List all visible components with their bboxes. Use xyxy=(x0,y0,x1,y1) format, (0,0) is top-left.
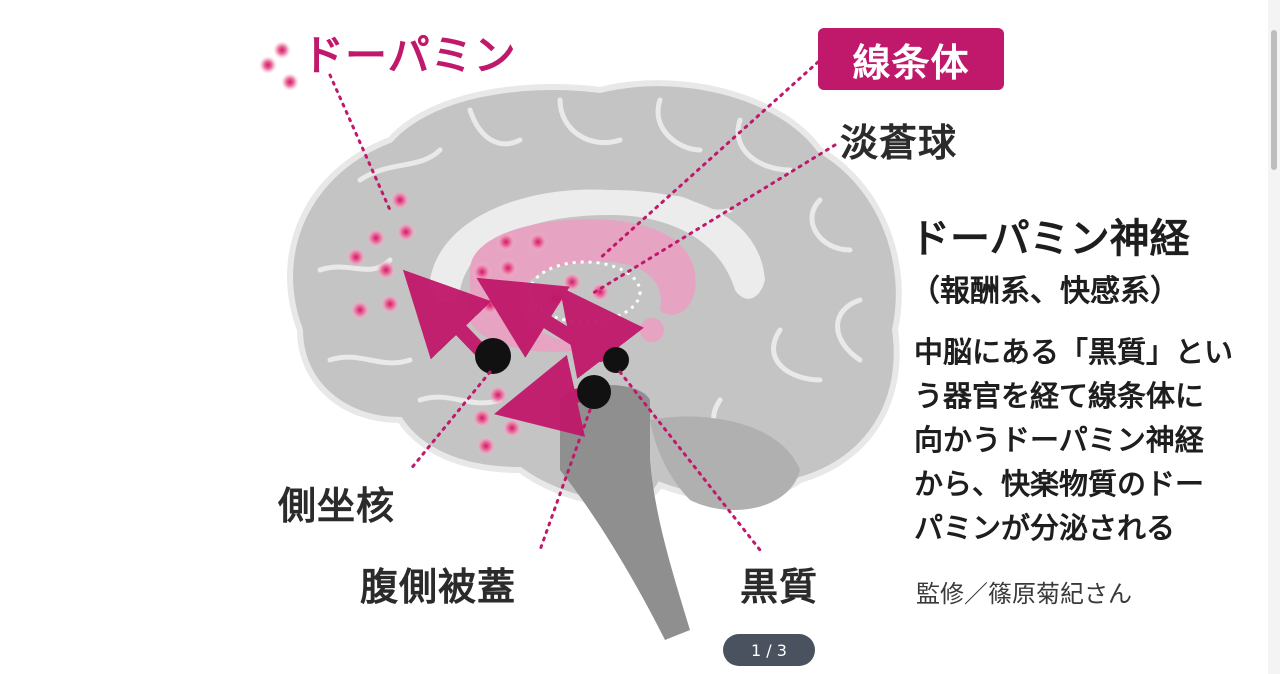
label-striatum: 線条体 xyxy=(818,28,1004,90)
striatum xyxy=(470,219,696,352)
cerebellum xyxy=(650,416,800,510)
scrollbar[interactable] xyxy=(1268,0,1280,674)
diagram-heading: ドーパミン神経 xyxy=(910,216,1190,262)
description-line: 中脳にある「黒質」とい xyxy=(914,335,1234,369)
description-line: から、快楽物質のドー xyxy=(914,467,1205,501)
vta-dot xyxy=(603,347,629,373)
label-dopamine: ドーパミン xyxy=(302,31,517,80)
nucleus-accumbens-dot xyxy=(475,338,511,374)
left-gutter xyxy=(0,0,218,674)
striatum-tail xyxy=(640,318,664,342)
dopamine-dots xyxy=(259,41,610,456)
substantia-nigra-dot xyxy=(577,375,611,409)
leader-lines xyxy=(328,60,837,552)
label-substantia-nigra: 黒質 xyxy=(740,565,819,609)
brainstem xyxy=(560,385,690,640)
image-pager[interactable]: 1 / 3 xyxy=(723,634,815,666)
description-line: う器官を経て線条体に xyxy=(914,379,1205,413)
label-globus-pallidus: 淡蒼球 xyxy=(840,121,958,165)
description-text: 中脳にある「黒質」とい う器官を経て線条体に 向かうドーパミン神経 から、快楽物… xyxy=(914,330,1264,550)
description-line: パミンが分泌される xyxy=(914,511,1176,545)
description-line: 向かうドーパミン神経 xyxy=(914,423,1204,457)
label-ventral-tegmental-area: 腹側被蓋 xyxy=(360,565,517,609)
pathway-arrows xyxy=(402,269,644,437)
scrollbar-thumb[interactable] xyxy=(1271,30,1277,170)
label-nucleus-accumbens: 側坐核 xyxy=(278,484,396,528)
corpus-callosum xyxy=(430,189,765,303)
supervisor-credit: 監修／篠原菊紀さん xyxy=(916,580,1132,608)
diagram-subheading: （報酬系、快感系） xyxy=(910,274,1180,309)
